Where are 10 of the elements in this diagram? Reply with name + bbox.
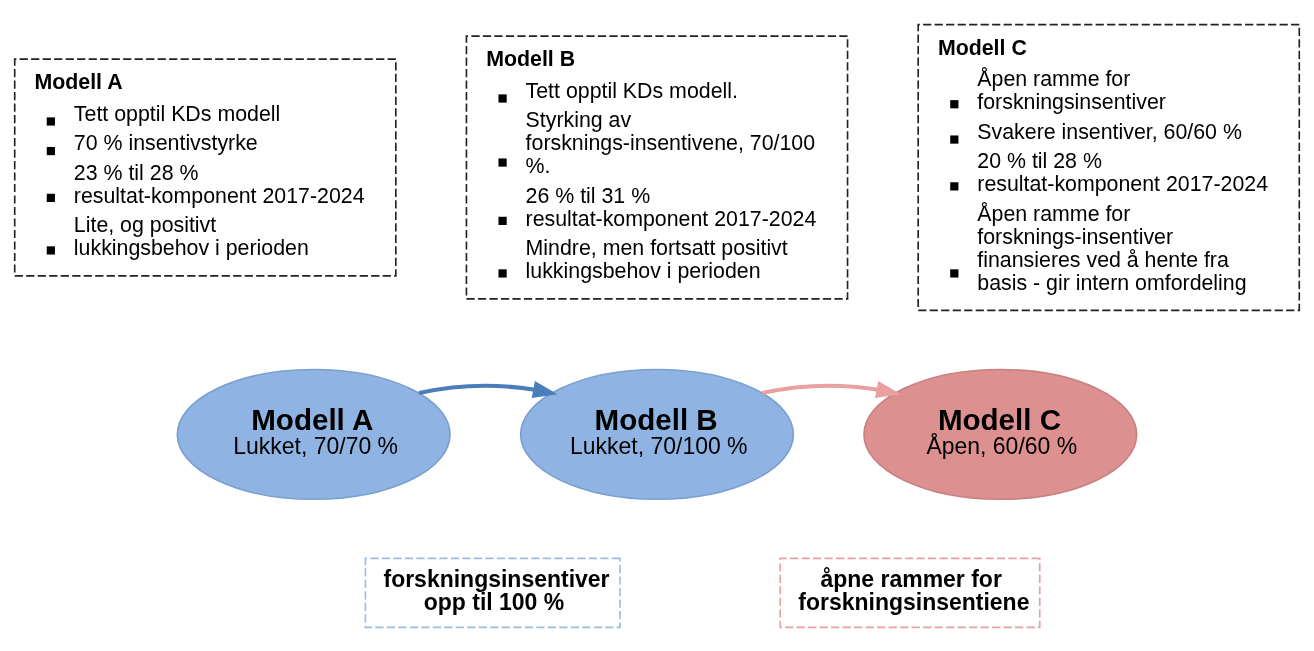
node-box: Modell C Åpen ramme for forskningsinsentiver Svakere insentiver, 60/60 % 20 % til 28 % resultat-komponent 2017-2024 Åpen ramme for forsknings-insentiver finansieres ved å hente fra basis - gir intern omfordeling: [917, 23, 1301, 311]
node-ellipse: Modell C Åpen, 60/60 %: [863, 368, 1138, 500]
node-ellipse: Modell B Lukket, 70/100 %: [519, 368, 795, 500]
node-ellipse: Modell A Lukket, 70/70 %: [176, 368, 451, 500]
node-box: Modell B Tett opptil KDs modell. Styrking av forsknings-insentivene, 70/100 %. 26 % til 31 % resultat-komponent 2017-2024 Mindre, men fortsatt positivt lukkingsbehov i perioden: [465, 34, 849, 300]
node-box: åpne rammer for forskningsinsentiene: [779, 557, 1041, 628]
node-box: Modell A Tett opptil KDs modell 70 % insentivstyrke 23 % til 28 % resultat-komponent 2017-2024 Lite, og positivt lukkingsbehov i perioden: [13, 57, 397, 277]
node-box: forskningsinsentiver opp til 100 %: [364, 557, 621, 628]
arrow: [418, 380, 558, 398]
arrow: [761, 380, 901, 398]
